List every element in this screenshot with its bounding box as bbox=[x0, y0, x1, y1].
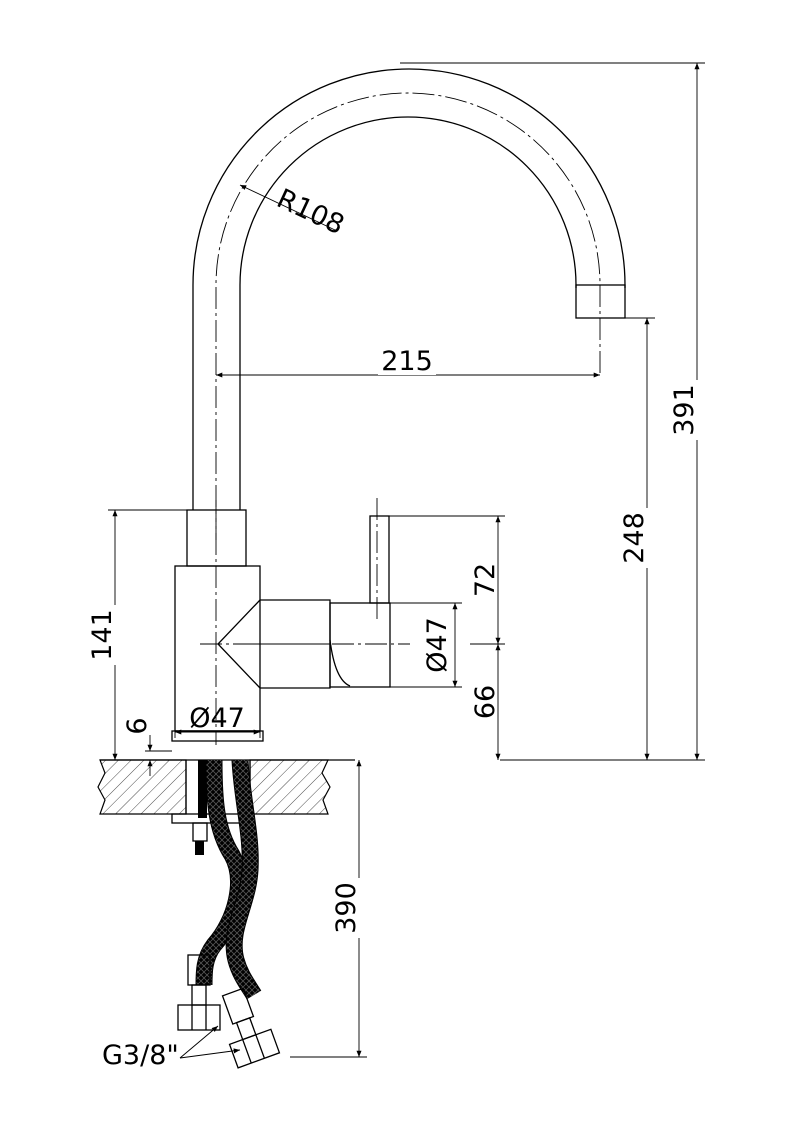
thread-callout: G3/8" bbox=[102, 1025, 241, 1071]
thread-label: G3/8" bbox=[102, 1040, 179, 1071]
dim-body-diameter: Ø47 bbox=[174, 700, 261, 738]
dim-spout-height-label: 248 bbox=[619, 512, 650, 564]
dim-lever-height: 72 bbox=[389, 515, 505, 645]
dim-body-height: 141 bbox=[86, 509, 187, 761]
dim-body-base-height: 66 bbox=[470, 644, 501, 760]
lever-handle bbox=[200, 498, 410, 689]
dim-body-height-label: 141 bbox=[87, 609, 118, 661]
countertop bbox=[97, 759, 355, 815]
dim-total-height: 391 bbox=[400, 62, 705, 761]
dim-base-thickness: 6 bbox=[122, 717, 172, 776]
spout bbox=[192, 68, 626, 540]
dim-spout-height: 248 bbox=[618, 317, 655, 760]
hose-fitting-right bbox=[221, 987, 281, 1069]
dim-spout-reach-label: 215 bbox=[381, 346, 433, 377]
dim-lever-diameter: Ø47 bbox=[390, 602, 462, 688]
dim-lever-height-label: 72 bbox=[470, 563, 501, 597]
dim-base-thickness-label: 6 bbox=[122, 717, 153, 734]
hose-fitting-left bbox=[177, 954, 221, 1031]
dim-spout-reach: 215 bbox=[216, 345, 600, 378]
dim-body-diameter-label: Ø47 bbox=[189, 703, 245, 734]
dim-radius-label: R108 bbox=[272, 183, 349, 241]
dim-lever-diameter-label: Ø47 bbox=[422, 617, 453, 673]
dim-body-base-height-label: 66 bbox=[470, 685, 501, 719]
dim-total-height-label: 391 bbox=[669, 384, 700, 436]
dim-hose-length: 390 bbox=[290, 760, 367, 1058]
dim-hose-length-label: 390 bbox=[331, 882, 362, 934]
flex-hoses bbox=[195, 759, 262, 1000]
